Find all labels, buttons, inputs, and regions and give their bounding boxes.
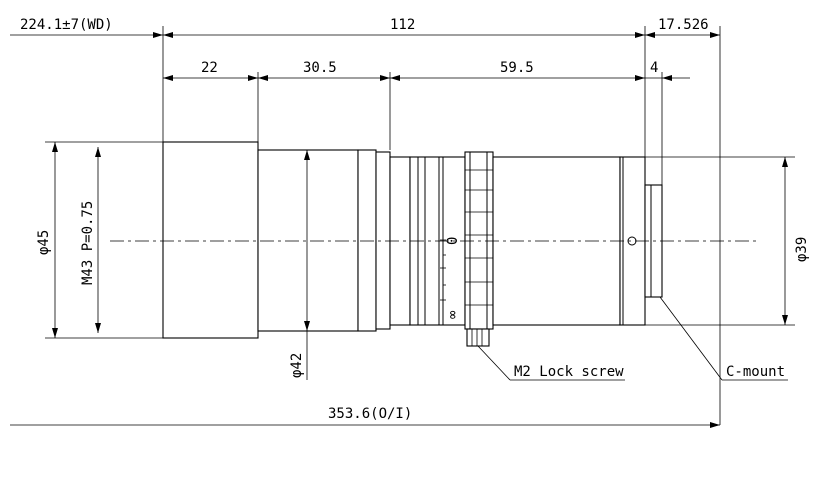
dim-mid-diameter: φ42 <box>289 353 305 378</box>
dim-back: 17.526 <box>658 17 709 33</box>
dim-flange: 4 <box>650 60 658 76</box>
lock-screw <box>466 328 490 347</box>
dim-seg3: 59.5 <box>500 60 534 76</box>
lens-body <box>162 141 663 347</box>
dim-seg2: 30.5 <box>303 60 337 76</box>
overall-dimension <box>10 422 720 428</box>
diameter-dims-left <box>45 141 310 380</box>
front-barrel <box>162 141 259 339</box>
step-ring-2 <box>375 151 391 330</box>
dim-overall: 353.6(O/I) <box>328 406 412 422</box>
focus-ring <box>464 151 494 330</box>
dim-thread: M43 P=0.75 <box>80 201 96 285</box>
diameter-dim-right <box>645 156 795 326</box>
scale-end: ∞ <box>445 310 461 319</box>
step-ring-1 <box>357 149 377 332</box>
second-barrel <box>257 149 359 332</box>
callout-c-mount: C-mount <box>726 364 785 380</box>
dimension-row-second <box>163 72 690 185</box>
dim-front-diameter: φ45 <box>36 230 52 255</box>
dim-rear-diameter: φ39 <box>794 237 810 262</box>
callout-lock-screw: M2 Lock screw <box>514 364 624 380</box>
dim-seg1: 22 <box>201 60 218 76</box>
callout-leaders <box>477 296 788 381</box>
dimension-row-top <box>10 26 721 425</box>
dim-total-body: 112 <box>390 17 415 33</box>
dim-wd: 224.1±7(WD) <box>20 17 113 33</box>
